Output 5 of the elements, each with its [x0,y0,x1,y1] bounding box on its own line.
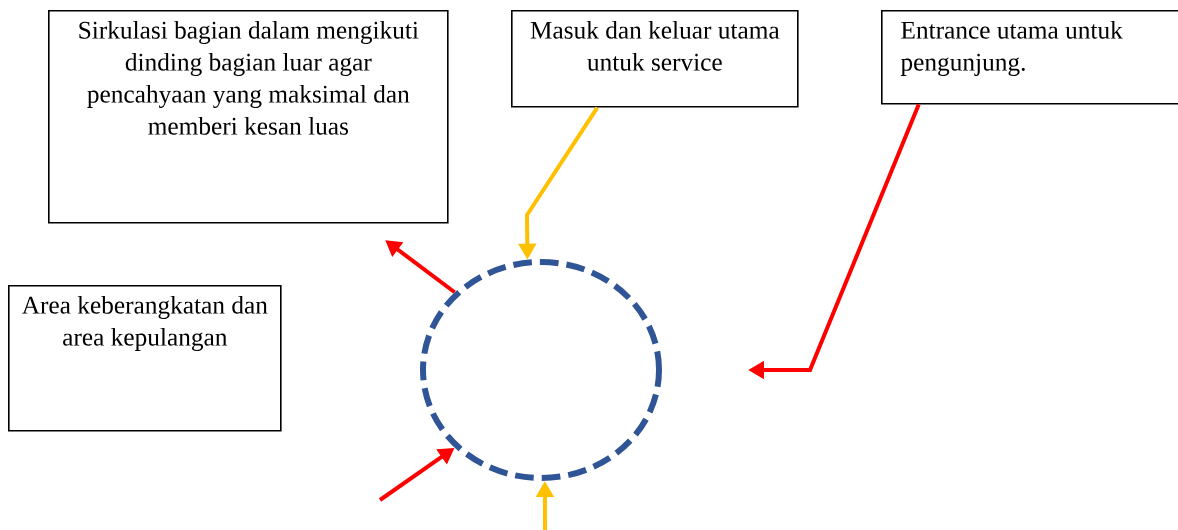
dashed-circle [420,259,662,481]
text-box: Area keberangkatan dan area kepulangan [8,285,282,432]
text-box: Masuk dan keluar utama untuk service [511,10,799,108]
text-box: Sirkulasi bagian dalam mengikuti dinding bagian luar agar pencahyaan yang maksimal dan memberi kesan luas [48,10,449,224]
text-box: Entrance utama untuk pengunjung. [881,10,1178,105]
